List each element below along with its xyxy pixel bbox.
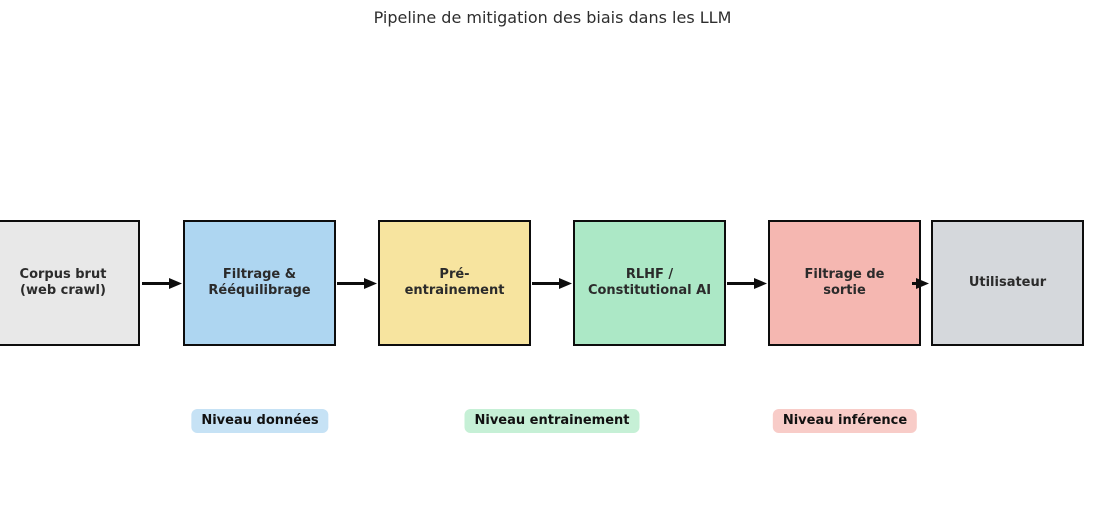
stage-label-niveau-donnees: Niveau données xyxy=(191,409,329,433)
node-label-line: Pré- xyxy=(439,267,470,282)
node-rlhf-constitutional-ai: RLHF / Constitutional AI xyxy=(573,220,726,346)
node-label-line: Rééquilibrage xyxy=(208,283,311,298)
diagram-title: Pipeline de mitigation des biais dans le… xyxy=(373,8,732,27)
arrow-stem xyxy=(532,282,560,285)
arrow-head-icon xyxy=(169,278,182,289)
node-label-line: RLHF / xyxy=(625,267,674,282)
node-label-line: sortie xyxy=(823,283,866,298)
arrow-head-icon xyxy=(364,278,377,289)
arrow-head-icon xyxy=(754,278,767,289)
node-filtrage-reequilibrage: Filtrage & Rééquilibrage xyxy=(183,220,336,346)
arrow-stem xyxy=(337,282,365,285)
arrow-stem xyxy=(912,282,917,285)
node-label-line: Filtrage & xyxy=(222,267,297,282)
node-filtrage-de-sortie: Filtrage de sortie xyxy=(768,220,921,346)
arrow-stem xyxy=(142,282,170,285)
node-label-line: Corpus brut xyxy=(19,267,107,282)
arrow-stem xyxy=(727,282,755,285)
arrow-head-icon xyxy=(559,278,572,289)
node-utilisateur: Utilisateur xyxy=(931,220,1084,346)
node-label-line: (web crawl) xyxy=(20,283,106,298)
node-label-line: entrainement xyxy=(404,283,505,298)
arrow-head-icon xyxy=(916,278,929,289)
node-label-line: Filtrage de xyxy=(804,267,885,282)
node-pre-entrainement: Pré- entrainement xyxy=(378,220,531,346)
stage-label-niveau-inference: Niveau inférence xyxy=(772,409,918,433)
node-label-line: Constitutional AI xyxy=(587,283,712,298)
node-label-line: Utilisateur xyxy=(968,275,1047,290)
stage-label-niveau-entrainement: Niveau entrainement xyxy=(464,409,640,433)
node-corpus-brut: Corpus brut (web crawl) xyxy=(0,220,140,346)
